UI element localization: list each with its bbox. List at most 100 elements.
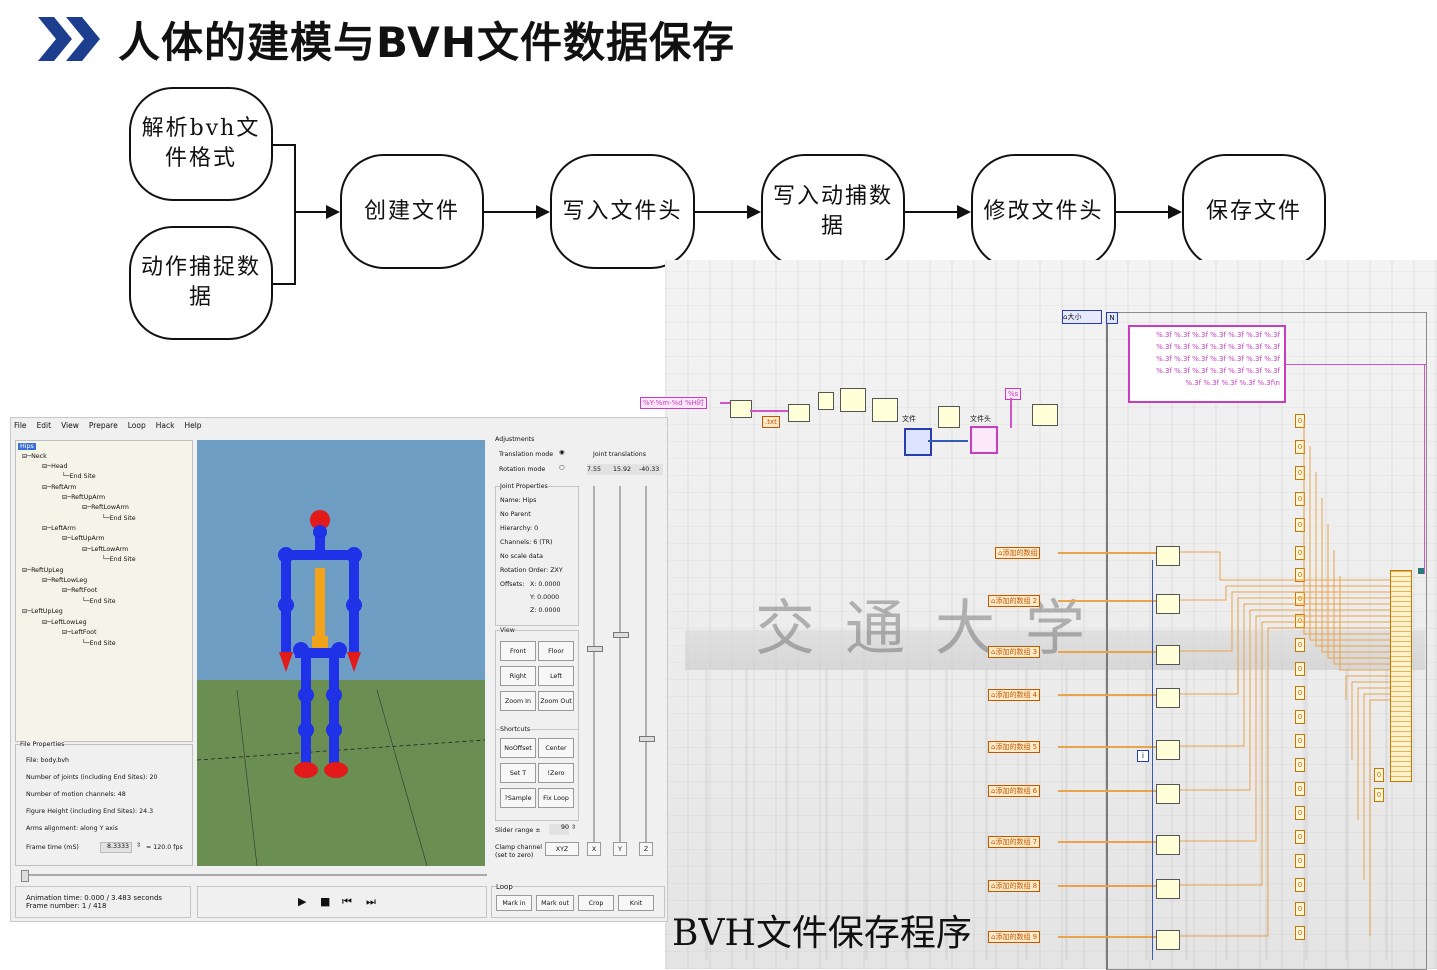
data-input-1[interactable]: ⌂添加的数组 [995,547,1041,559]
slider-track-x[interactable] [593,486,595,846]
panel-heading: Joint Properties [500,483,548,490]
tree-item[interactable]: ⊟─LeftFoot [62,629,97,636]
translation-values[interactable] [587,464,663,475]
joint-tree[interactable]: Hips ⊟─Neck ⊟─Head └─End Site ⊟─ReftArm … [15,440,193,742]
play-icon[interactable]: ▶ [298,895,307,908]
clamp-z-button[interactable]: Z [639,842,653,856]
menu-file[interactable]: File [14,420,27,430]
slider-thumb-x[interactable] [587,646,603,652]
menu-hack[interactable]: Hack [155,420,175,430]
tree-item[interactable]: ⊟─LeftUpLeg [22,608,63,615]
tree-item[interactable]: └─End Site [102,556,136,563]
data-input-4[interactable]: ⌂添加的数组 4 [988,689,1041,701]
data-input-3[interactable]: ⌂添加的数组 3 [988,646,1041,658]
tree-item[interactable]: └─End Site [82,598,116,605]
frame-time-input[interactable]: 8.3333 [100,842,132,853]
tree-item[interactable]: └─End Site [82,640,116,647]
clamp-x-button[interactable]: X [587,842,601,856]
zero-constant: 0 [1295,854,1305,868]
size-control[interactable]: ⌂大小 [1062,310,1102,324]
tree-item[interactable]: ⊟─LeftLowArm [82,546,129,553]
skip-back-icon[interactable]: ⏮ [342,895,352,908]
mark-out-button[interactable]: Mark out [536,895,574,911]
skip-forward-icon[interactable]: ⏭ [366,895,376,908]
sample-button[interactable]: ?Sample [500,788,536,808]
header-string-icon [970,426,998,454]
data-input-9[interactable]: ⌂添加的数组 9 [988,931,1041,943]
no-offset-button[interactable]: NoOffset [500,738,536,758]
tree-item[interactable]: └─End Site [102,515,136,522]
rotation-mode-label: Rotation mode [499,466,546,473]
figure-height: Figure Height (including End Sites): 24.… [26,808,154,815]
timeline-slider[interactable] [21,874,487,876]
menu-edit[interactable]: Edit [36,420,52,430]
tx-value: 7.55 [587,466,602,473]
tree-item[interactable]: ⊟─LeftArm [42,525,76,532]
knit-button[interactable]: Knit [618,895,654,911]
3d-viewport[interactable] [197,440,485,866]
zero-constant: 0 [1295,662,1305,676]
tree-item[interactable]: ⊟─ReftArm [42,484,77,491]
view-group: View Front Floor Right Left Zoom In Zoom… [495,627,579,730]
playback-area: Animation time: 0.000 / 3.483 seconds Fr… [15,870,665,920]
flow-input-mocap-data: 动作捕捉数据 [129,226,273,340]
tree-item[interactable]: ⊟─LeftLowLeg [42,619,87,626]
spinner-icon[interactable]: ⇳ [136,842,142,849]
arrow-head-icon [536,205,550,219]
menu-bar: File Edit View Prepare Loop Hack Help [11,418,670,432]
offset-y: Y: 0.0000 [530,594,560,601]
slider-track-z[interactable] [645,486,647,846]
zero-constant: 0 [1295,686,1305,700]
data-input-8[interactable]: ⌂添加的数组 8 [988,880,1041,892]
spinner-icon[interactable]: ⇳ [571,824,577,831]
mark-in-button[interactable]: Mark in [496,895,532,911]
tree-item[interactable]: ⊟─LeftUpArm [62,535,105,542]
floor-button[interactable]: Floor [538,641,574,661]
concat-vi-icon [788,404,810,422]
menu-view[interactable]: View [61,420,79,430]
right-button[interactable]: Right [500,666,536,686]
format-time-vi-icon [730,400,752,418]
menu-loop[interactable]: Loop [127,420,146,430]
write-vi-icon [938,406,960,428]
zero-constant: 0 [1295,710,1305,724]
data-input-7[interactable]: ⌂添加的数组 7 [988,836,1041,848]
timeline-thumb[interactable] [21,870,29,882]
slider-range-input[interactable]: 90 [549,824,569,835]
tree-item[interactable]: ⊟─ReftUpArm [62,494,106,501]
fix-loop-button[interactable]: Fix Loop [538,788,574,808]
menu-help[interactable]: Help [184,420,202,430]
tree-item[interactable]: ⊟─ReftFoot [62,587,98,594]
data-input-2[interactable]: ⌂添加的数组 2 [988,595,1041,607]
stop-icon[interactable]: ■ [320,895,331,908]
clamp-xyz-button[interactable]: XYZ [545,842,579,856]
tree-item[interactable]: ⊟─ReftLowArm [82,504,129,511]
left-button[interactable]: Left [538,666,574,686]
center-button[interactable]: Center [538,738,574,758]
zoom-in-button[interactable]: Zoom In [500,691,536,711]
data-input-6[interactable]: ⌂添加的数组 6 [988,785,1041,797]
tree-item[interactable]: └─End Site [62,473,96,480]
set-t-button[interactable]: Set T [500,763,536,783]
tree-item[interactable]: ⊟─Neck [22,453,47,460]
tree-item[interactable]: ⊟─ReftUpLeg [22,567,64,574]
zoom-out-button[interactable]: Zoom Out [538,691,574,711]
clamp-y-button[interactable]: Y [613,842,627,856]
slider-thumb-z[interactable] [639,736,655,742]
radio-selected-icon[interactable]: ◉ [559,449,565,456]
file-name: File: body.bvh [26,757,70,764]
data-input-5[interactable]: ⌂添加的数组 5 [988,741,1041,753]
radio-icon[interactable]: ○ [559,464,565,471]
front-button[interactable]: Front [500,641,536,661]
frame-time-label: Frame time (mS) [26,844,79,851]
crop-button[interactable]: Crop [578,895,614,911]
slider-thumb-y[interactable] [613,632,629,638]
index-array-vi-icon [1156,594,1180,614]
slider-track-y[interactable] [619,486,621,846]
tree-item[interactable]: Hips [18,443,36,450]
joint-parent: No Parent [500,511,531,518]
tree-item[interactable]: ⊟─ReftLowLeg [42,577,88,584]
zero-button[interactable]: !Zero [538,763,574,783]
tree-item[interactable]: ⊟─Head [42,463,68,470]
menu-prepare[interactable]: Prepare [88,420,118,430]
